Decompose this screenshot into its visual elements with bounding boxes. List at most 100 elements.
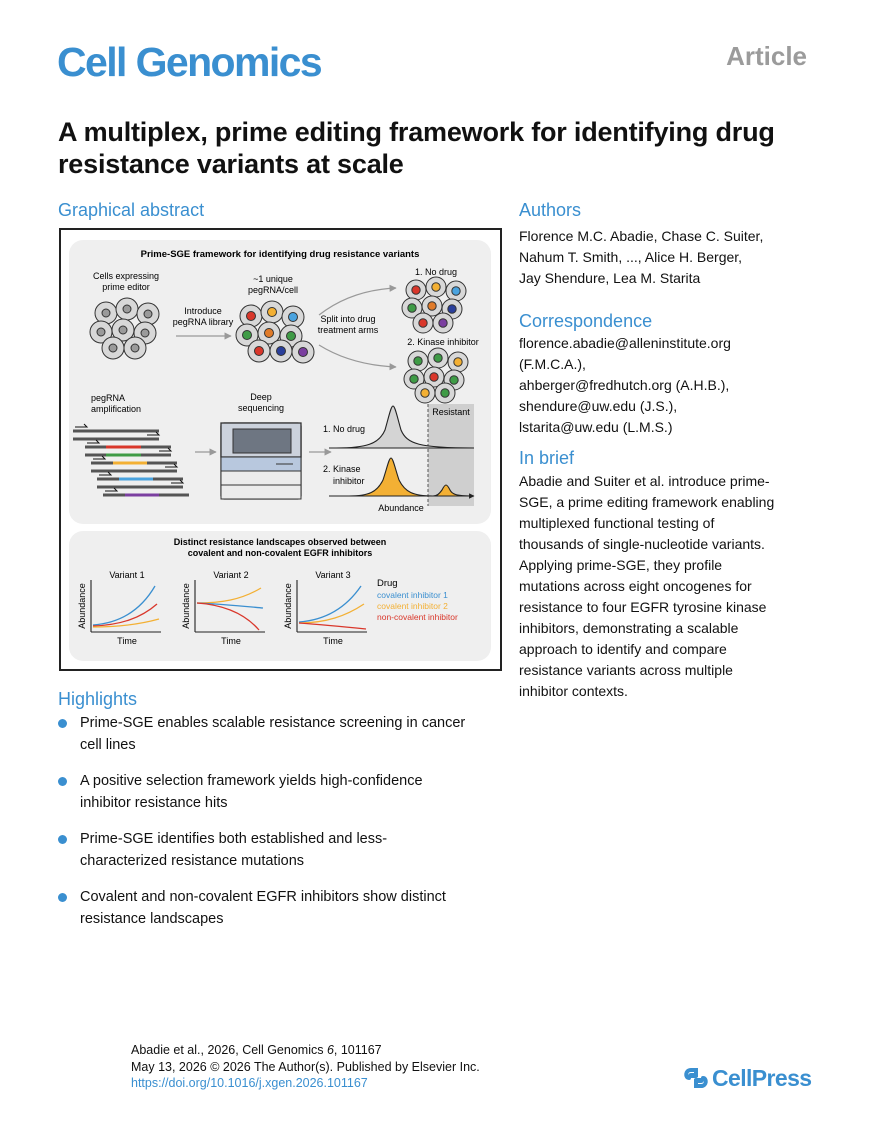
variant-1-line-covalent-1 (92, 585, 156, 626)
variant-3-y-axis: Abundance (283, 583, 293, 629)
in-brief-line: inhibitors, demonstrating a scalable (519, 620, 739, 636)
legend-covalent-2: covalent inhibitor 2 (377, 601, 448, 611)
highlights-heading: Highlights (58, 689, 138, 709)
in-brief-line: approach to identify and compare (519, 641, 727, 657)
citation-line-1: Abadie et al., 2026, Cell Genomics 6, 10… (131, 1043, 382, 1057)
in-brief-line: resistance variants across multiple (519, 662, 733, 678)
journal-title: Cell Genomics (57, 39, 323, 85)
primer-arrows (75, 423, 185, 492)
panel-1-title: Prime-SGE framework for identifying drug… (141, 249, 420, 260)
dist-kinase-label-1: 2. Kinase (323, 464, 361, 474)
unique-label-2: pegRNA/cell (248, 285, 298, 295)
kinase-cell-cluster (403, 347, 469, 404)
bullet-icon (58, 719, 67, 728)
cells-label-2: prime editor (102, 282, 150, 292)
highlights-list: Prime-SGE enables scalable resistance sc… (58, 712, 508, 944)
variant-3-line-noncovalent (298, 622, 367, 630)
highlight-item: Prime-SGE identifies both established an… (58, 828, 508, 872)
in-brief-line: resistance to four EGFR tyrosine kinase (519, 599, 767, 615)
unique-label-1: ~1 unique (253, 274, 293, 284)
arrow-split-top (318, 284, 397, 316)
variant-3-line-covalent-2 (298, 603, 365, 624)
gray-cell-cluster (89, 297, 160, 360)
amplification-label-1: pegRNA (91, 393, 125, 403)
legend-covalent-1: covalent inhibitor 1 (377, 590, 448, 600)
in-brief-line: multiplexed functional testing of (519, 515, 715, 531)
resistant-label: Resistant (432, 407, 470, 417)
panel-2-bg (69, 531, 491, 661)
variant-2-label: Variant 2 (213, 570, 248, 580)
variant-3-x-axis: Time (323, 636, 343, 646)
authors-line: Jay Shendure, Lea M. Starita (519, 270, 701, 286)
no-drug-distribution (335, 405, 475, 449)
legend-noncovalent: non-covalent inhibitor (377, 612, 458, 622)
cells-label-1: Cells expressing (93, 271, 159, 281)
paper-title: A multiplex, prime editing framework for… (58, 117, 775, 179)
cellpress-logo: CellPress (683, 1064, 812, 1092)
in-brief-line: inhibitor contexts. (519, 683, 628, 699)
arm-no-drug-label: 1. No drug (415, 267, 457, 277)
arrow-split-bottom (318, 344, 397, 371)
variant-3-label: Variant 3 (315, 570, 350, 580)
panel-1-bg (69, 240, 491, 524)
split-label-1: Split into drug (320, 314, 375, 324)
dist-kinase-label-2: inhibitor (333, 476, 365, 486)
colored-cell-cluster (235, 300, 315, 364)
deep-seq-label-1: Deep (250, 392, 272, 402)
amplification-label-2: amplification (91, 404, 141, 414)
correspondence-email[interactable]: ahberger@fredhutch.org (A.H.B.), (519, 377, 730, 393)
correspondence-email[interactable]: lstarita@uw.edu (L.M.S.) (519, 419, 673, 435)
highlight-item: A positive selection framework yields hi… (58, 770, 508, 814)
authors-heading: Authors (519, 200, 582, 220)
graphical-abstract: Prime-SGE framework for identifying drug… (59, 228, 502, 671)
correspondence-email[interactable]: florence.abadie@alleninstitute.org (519, 335, 731, 351)
bullet-icon (58, 893, 67, 902)
authors-line: Nahum T. Smith, ..., Alice H. Berger, (519, 249, 743, 265)
introduce-label-1: Introduce (184, 306, 222, 316)
in-brief-line: SGE, a prime editing framework enabling (519, 494, 775, 510)
doi-link[interactable]: https://doi.org/10.1016/j.xgen.2026.1011… (131, 1076, 368, 1090)
article-type-label: Article (726, 41, 807, 71)
panel-2-title-1: Distinct resistance landscapes observed … (174, 537, 387, 547)
bullet-icon (58, 777, 67, 786)
citation-block: Abadie et al., 2026, Cell Genomics 6, 10… (131, 1042, 480, 1092)
highlight-item: Covalent and non-covalent EGFR inhibitor… (58, 886, 508, 930)
cellpress-mark-icon (684, 1068, 708, 1088)
correspondence-heading: Correspondence (519, 311, 653, 331)
variant-2-y-axis: Abundance (181, 583, 191, 629)
deep-seq-label-2: sequencing (238, 403, 284, 413)
cellpress-wordmark: CellPress (712, 1064, 812, 1091)
in-brief-heading: In brief (519, 448, 575, 468)
in-brief-line: thousands of single-nucleotide variants. (519, 536, 765, 552)
bullet-icon (58, 835, 67, 844)
in-brief-line: Applying prime-SGE, they profile (519, 557, 723, 573)
sequencer-icon (220, 422, 302, 500)
abundance-axis-label: Abundance (378, 503, 424, 513)
highlight-item: Prime-SGE enables scalable resistance sc… (58, 712, 508, 756)
dist-no-drug-label: 1. No drug (323, 424, 365, 434)
variant-2-x-axis: Time (221, 636, 241, 646)
authors-line: Florence M.C. Abadie, Chase C. Suiter, (519, 228, 764, 244)
no-drug-cell-cluster (401, 276, 467, 334)
in-brief-text: Abadie and Suiter et al. introduce prime… (519, 471, 819, 702)
variant-1-y-axis: Abundance (77, 583, 87, 629)
in-brief-line: mutations across eight oncogenes for (519, 578, 752, 594)
variant-3-line-covalent-1 (298, 585, 362, 623)
variant-1-label: Variant 1 (109, 570, 144, 580)
variant-2-line-noncovalent (196, 602, 260, 631)
pegrna-amplicons (73, 429, 189, 497)
variant-1-x-axis: Time (117, 636, 137, 646)
authors-list: Florence M.C. Abadie, Chase C. Suiter, N… (519, 226, 819, 289)
split-label-2: treatment arms (318, 325, 379, 335)
introduce-label-2: pegRNA library (173, 317, 234, 327)
correspondence-list: florence.abadie@alleninstitute.org (F.M.… (519, 333, 819, 438)
correspondence-initials: (F.M.C.A.), (519, 356, 586, 372)
citation-line-2: May 13, 2026 © 2026 The Author(s). Publi… (131, 1059, 480, 1074)
arm-kinase-label: 2. Kinase inhibitor (407, 337, 479, 347)
resistant-region (428, 404, 474, 506)
variant-1-line-covalent-2 (92, 618, 160, 628)
correspondence-email[interactable]: shendure@uw.edu (J.S.), (519, 398, 678, 414)
panel-2-title-2: covalent and non-covalent EGFR inhibitor… (188, 548, 373, 558)
graphical-abstract-heading: Graphical abstract (58, 200, 205, 220)
variant-1-line-noncovalent (92, 603, 158, 627)
